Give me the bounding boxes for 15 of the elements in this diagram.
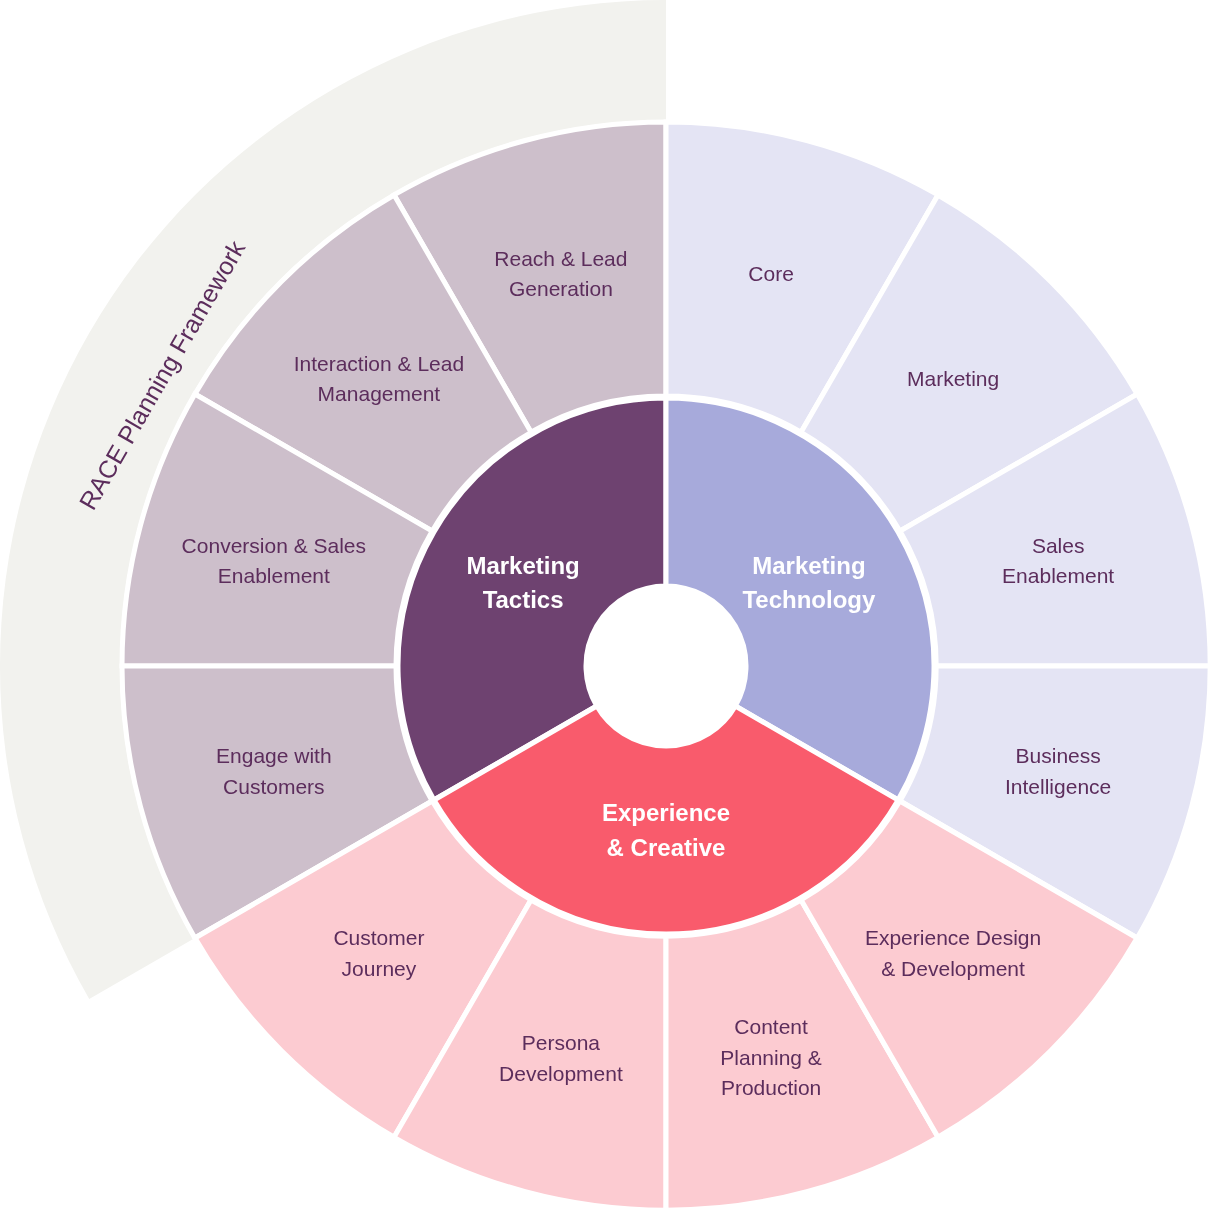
sector-label: Persona Development — [498, 1029, 624, 1087]
sector-label: Marketing Technology — [741, 550, 877, 616]
sector-label: Core — [747, 260, 795, 287]
sector-label: Conversion & Sales Enablement — [180, 532, 368, 589]
sector-label: Engage with Customers — [215, 742, 333, 800]
sector-label: Marketing — [905, 365, 1001, 392]
sector-label: Interaction & Lead Management — [292, 350, 466, 407]
sector-label: Business Intelligence — [1004, 742, 1113, 800]
sector-label: Sales Enablement — [1001, 532, 1116, 589]
sector-label: Experience Design & Development — [863, 924, 1043, 982]
sector-label: Content Planning & Production — [719, 1014, 823, 1102]
sector-label: Marketing Tactics — [465, 550, 581, 616]
sector-label: Customer Journey — [332, 924, 426, 982]
sector-label: Reach & Lead Generation — [493, 245, 629, 302]
sector-label: Experience & Creative — [600, 798, 731, 863]
